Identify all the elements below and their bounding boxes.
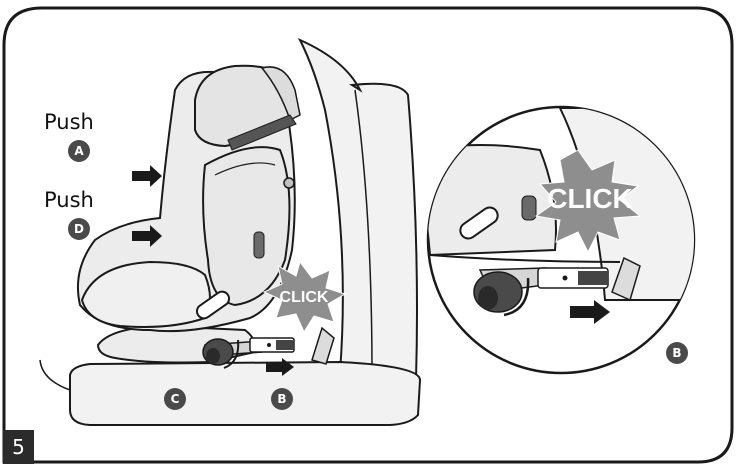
vehicle-cushion-seam — [40, 360, 70, 390]
tether-knob — [284, 178, 294, 188]
zoom-isofix-tip — [578, 271, 608, 285]
badge-d: D — [68, 218, 90, 240]
click-label-zoom: CLICK — [547, 183, 633, 214]
step-number: 5 — [3, 430, 34, 464]
push-label-d: Push — [44, 188, 94, 212]
push-arrow-icon — [132, 165, 162, 187]
click-label: CLICK — [280, 289, 329, 306]
zoom-isofix-dot — [563, 276, 568, 281]
vehicle-isofix-anchor — [312, 328, 334, 364]
zoom-side-adjuster — [522, 196, 536, 220]
badge-b: B — [271, 388, 293, 410]
badge-a: A — [68, 140, 90, 162]
isofix-release-knob-face — [206, 348, 220, 364]
badge-c: C — [164, 388, 186, 410]
push-label-a: Push — [44, 110, 94, 134]
vehicle-seat-cushion — [70, 362, 420, 425]
badge-b-zoom: B — [666, 342, 688, 364]
zoom-release-knob-face — [478, 286, 498, 310]
vehicle-seat-back — [300, 40, 417, 380]
side-adjuster — [254, 232, 264, 258]
zoom-detail — [420, 107, 700, 373]
isofix-connector-tip — [276, 340, 294, 350]
isofix-dot — [267, 343, 271, 347]
